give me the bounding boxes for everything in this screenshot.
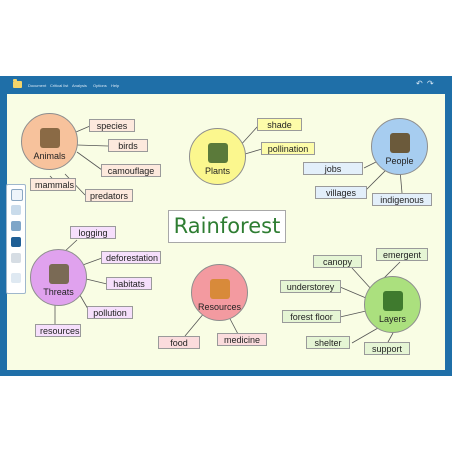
hub-plants[interactable]: Plants <box>189 128 246 185</box>
node-indigenous[interactable]: indigenous <box>372 193 432 206</box>
menu-document[interactable]: Document <box>28 83 47 88</box>
link-resources-food <box>184 311 206 337</box>
node-shade[interactable]: shade <box>257 118 302 131</box>
menu-options[interactable]: Options <box>93 83 107 88</box>
menu-bar: Document Critical list Analysis Options … <box>0 76 452 94</box>
text-tool-icon[interactable] <box>11 237 21 247</box>
menu-critical-list[interactable]: Critical list <box>50 83 69 88</box>
node-species[interactable]: species <box>89 119 135 132</box>
select-tool-icon[interactable] <box>11 189 23 201</box>
node-canopy[interactable]: canopy <box>313 255 362 268</box>
node-logging[interactable]: logging <box>70 226 116 239</box>
menu-help[interactable]: Help <box>111 83 120 88</box>
eraser-tool-icon[interactable] <box>11 221 21 231</box>
node-medicine[interactable]: medicine <box>217 333 267 346</box>
link-layers-understorey <box>339 286 367 299</box>
hub-layers[interactable]: Layers <box>364 276 421 333</box>
node-camouflage[interactable]: camouflage <box>101 164 161 177</box>
node-food[interactable]: food <box>158 336 200 349</box>
hut-icon <box>389 133 410 153</box>
line-tool-icon[interactable] <box>11 205 21 215</box>
node-villages[interactable]: villages <box>315 186 367 199</box>
node-resources-threat[interactable]: resources <box>35 324 81 337</box>
link-animals-camouflage <box>76 151 103 171</box>
link-plants-pollination <box>244 148 263 155</box>
node-support[interactable]: support <box>364 342 410 355</box>
link-layers-shelter <box>351 327 379 344</box>
redo-icon[interactable]: ↷ <box>427 79 434 88</box>
link-animals-birds <box>76 144 109 147</box>
plant-icon <box>207 143 228 163</box>
tool-palette <box>6 184 26 294</box>
fruit-icon <box>209 279 230 299</box>
hub-threats[interactable]: Threats <box>30 249 87 306</box>
trash-icon[interactable] <box>11 253 21 263</box>
node-pollution[interactable]: pollution <box>87 306 133 319</box>
link-people-villages <box>363 167 389 193</box>
node-habitats[interactable]: habitats <box>106 277 152 290</box>
node-shelter[interactable]: shelter <box>306 336 350 349</box>
trees-icon <box>382 291 403 311</box>
node-predators[interactable]: predators <box>85 189 133 202</box>
node-pollination[interactable]: pollination <box>261 142 315 155</box>
link-layers-support <box>387 332 394 343</box>
folder-icon[interactable] <box>13 79 22 88</box>
logging-icon <box>48 264 69 284</box>
node-birds[interactable]: birds <box>108 139 148 152</box>
sloth-icon <box>39 128 60 148</box>
link-animals-mammals <box>49 175 53 179</box>
node-forest-floor[interactable]: forest floor <box>282 310 341 323</box>
node-deforestation[interactable]: deforestation <box>101 251 161 264</box>
hub-resources[interactable]: Resources <box>191 264 248 321</box>
node-mammals[interactable]: mammals <box>30 178 76 191</box>
link-layers-canopy <box>351 267 373 291</box>
undo-icon[interactable]: ↶ <box>416 79 423 88</box>
node-emergent[interactable]: emergent <box>376 248 428 261</box>
link-layers-forest-floor <box>339 310 367 318</box>
map-title[interactable]: Rainforest <box>168 210 286 243</box>
hub-animals[interactable]: Animals <box>21 113 78 170</box>
upload-icon[interactable] <box>11 273 21 283</box>
hub-people[interactable]: People <box>371 118 428 175</box>
node-jobs[interactable]: jobs <box>303 162 363 175</box>
node-understorey[interactable]: understorey <box>280 280 341 293</box>
menu-analysis[interactable]: Analysis <box>72 83 87 88</box>
